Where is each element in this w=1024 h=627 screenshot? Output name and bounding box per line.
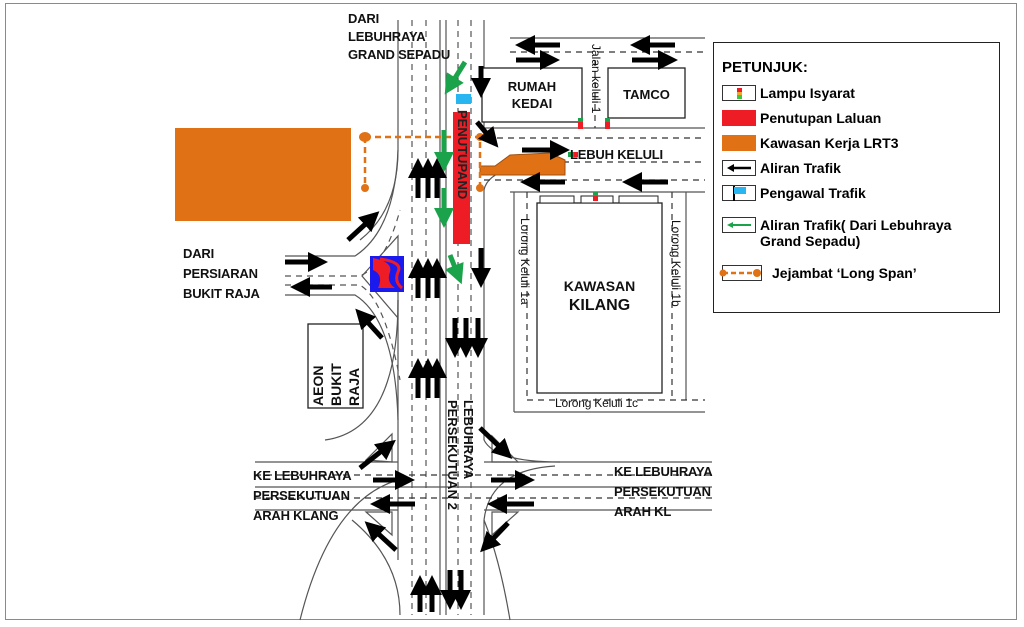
lrt3-work-zone-large [175, 128, 351, 221]
kilang-line-1: KAWASAN [563, 278, 636, 294]
se-dest-line-1: KE LEBUHRAYA [614, 464, 713, 479]
label-west-origin: DARI PERSIARAN BUKIT RAJA [183, 244, 260, 304]
legend-label: Kawasan Kerja LRT3 [760, 135, 899, 151]
work-zone-swatch [722, 135, 756, 151]
legend-item-green-flow: Aliran Trafik( Dari Lebuhraya Grand Sepa… [722, 217, 951, 249]
kilang-line-2: KILANG [568, 297, 631, 314]
legend-item-long-span: Jejambat ‘Long Span’ [719, 265, 917, 281]
building-tamco [607, 67, 686, 119]
building-kawasan-kilang [536, 202, 663, 394]
legend-label: Jejambat ‘Long Span’ [772, 265, 917, 281]
map-frame [5, 3, 1017, 620]
legend: PETUNJUK: Lampu Isyarat Penutupan Laluan… [713, 42, 1000, 313]
legend-item-traffic-marshal: Pengawal Trafik [722, 185, 866, 201]
road-closure-zone [453, 112, 470, 244]
sw-dest-line-3: ARAH KLANG [253, 508, 339, 523]
label-lorong-keluli-1a: Lorong Keluli 1a [518, 218, 532, 305]
sw-dest-line-2: PERSEKUTUAN [253, 488, 350, 503]
legend-label: Penutupan Laluan [760, 110, 882, 126]
legend-item-road-closure: Penutupan Laluan [722, 110, 881, 126]
main-highway [351, 20, 485, 616]
closure-label: PENUTUPAND [455, 110, 470, 200]
legend-item-work-zone: Kawasan Kerja LRT3 [722, 135, 899, 151]
building-aeon [307, 323, 364, 409]
traffic-marshal-flag-icon [456, 94, 471, 104]
green-flow-arrow-icon [722, 217, 756, 233]
label-southeast-destination: KE LEBUHRAYA PERSEKUTUAN ARAH KL [614, 462, 713, 522]
traffic-flow-arrow-icon [722, 160, 756, 176]
aeon-line-3: RAJA [346, 367, 362, 406]
legend-label: Aliran Trafik [760, 160, 841, 176]
label-lorong-keluli-1b: Lorong Keluli 1b [669, 220, 683, 307]
legend-title: PETUNJUK: [722, 59, 808, 76]
west-origin-line-3: BUKIT RAJA [183, 286, 260, 301]
kawasan-kilang-label: KAWASAN KILANG [537, 276, 662, 316]
label-lorong-keluli-1c: Lorong Keluli 1c [555, 396, 638, 410]
west-origin-line-1: DARI [183, 246, 214, 261]
traffic-light-icon [722, 85, 756, 101]
legend-label: Aliran Trafik( Dari Lebuhraya [760, 217, 952, 233]
legend-item-traffic-flow: Aliran Trafik [722, 160, 841, 176]
west-origin-line-2: PERSIARAN [183, 266, 258, 281]
label-persekutuan-2: PERSEKUTUAN 2 [445, 400, 460, 510]
traffic-lights [568, 118, 610, 201]
legend-label-cont: Grand Sepadu) [760, 233, 861, 249]
petronas-station-icon [370, 256, 404, 292]
rumah-kedai-label: RUMAH KEDAI [482, 78, 582, 112]
tamco-label: TAMCO [623, 87, 670, 102]
se-dest-line-3: ARAH KL [614, 504, 672, 519]
legend-label: Pengawal Trafik [760, 185, 866, 201]
rumah-kedai-line-2: KEDAI [511, 96, 553, 111]
sw-dest-line-1: KE LEBUHRAYA [253, 468, 352, 483]
industrial-streets [484, 37, 705, 413]
lrt3-work-zone-small [479, 152, 566, 176]
north-origin-line-1: DARI [348, 11, 379, 26]
north-origin-line-3: GRAND SEPADU [348, 47, 451, 62]
grand-sepadu-flow-arrows [434, 60, 468, 285]
pedestrian-bridge-icon [719, 265, 762, 281]
aeon-line-1: AEON [310, 365, 326, 406]
label-jalan-keluli-1: Jalan keluli 1 [589, 44, 603, 114]
kilang-gates [539, 195, 659, 204]
label-lebuhraya: LEBUHRAYA [461, 400, 476, 480]
road-closure-swatch [722, 110, 756, 126]
rumah-kedai-line-1: RUMAH [507, 79, 557, 94]
label-southwest-destination: KE LEBUHRAYA PERSEKUTUAN ARAH KLANG [253, 466, 352, 526]
north-origin-line-2: LEBUHRAYA [348, 29, 426, 44]
label-lebuh-keluli: LEBUH KELULI [570, 147, 663, 162]
traffic-marshal-flag-icon [722, 185, 756, 201]
legend-item-traffic-light: Lampu Isyarat [722, 85, 855, 101]
traffic-flow-arrows [285, 35, 678, 612]
se-dest-line-2: PERSEKUTUAN [614, 484, 711, 499]
legend-label: Lampu Isyarat [760, 85, 855, 101]
aeon-line-2: BUKIT [328, 363, 344, 406]
label-north-origin: DARI LEBUHRAYA GRAND SEPADU [348, 10, 450, 64]
